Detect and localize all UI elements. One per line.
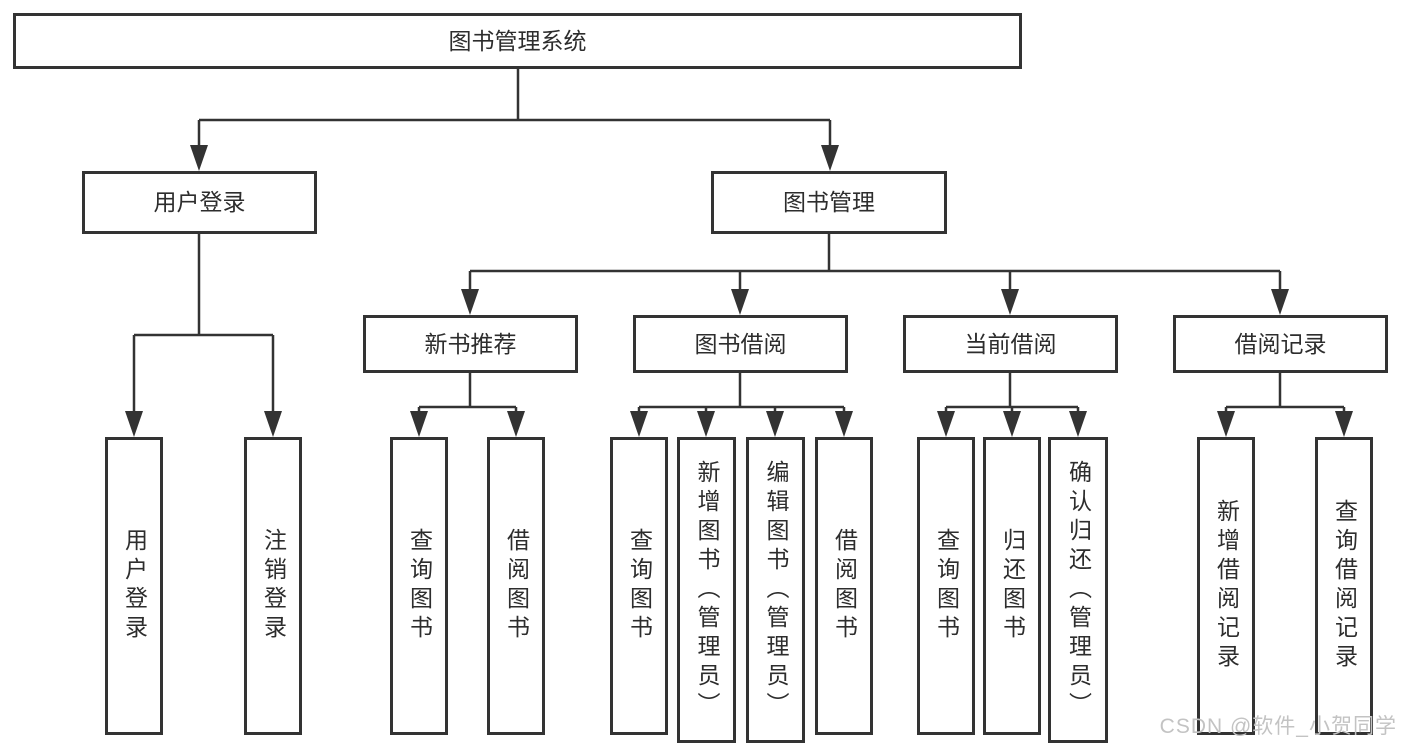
node-label: 当前借阅 xyxy=(964,330,1057,357)
node-label: 查询图书 xyxy=(406,528,433,644)
leaf-query-books-borrow: 查询图书 xyxy=(610,437,668,735)
leaf-add-books-admin: 新增图书（管理员） xyxy=(677,437,736,743)
arrowhead xyxy=(1271,289,1289,315)
node-label: 用户登录 xyxy=(121,528,148,644)
node-label: 新书推荐 xyxy=(424,330,517,357)
arrowhead xyxy=(766,411,784,437)
leaf-borrow-books: 借阅图书 xyxy=(815,437,873,735)
node-label: 确认归还（管理员） xyxy=(1065,459,1092,721)
arrowhead xyxy=(1217,411,1235,437)
arrowhead xyxy=(937,411,955,437)
arrowhead xyxy=(731,289,749,315)
arrowhead xyxy=(125,411,143,437)
node-label: 借阅图书 xyxy=(831,528,858,644)
arrowhead xyxy=(697,411,715,437)
leaf-add-borrow-record: 新增借阅记录 xyxy=(1197,437,1255,735)
arrowhead xyxy=(410,411,428,437)
arrowhead xyxy=(630,411,648,437)
arrowhead xyxy=(1335,411,1353,437)
connector-current-borrow-to-leaves xyxy=(937,373,1087,437)
arrowhead xyxy=(835,411,853,437)
connector-root-to-level2 xyxy=(190,69,839,171)
node-label: 查询图书 xyxy=(933,528,960,644)
node-book-borrow: 图书借阅 xyxy=(633,315,848,373)
node-label: 归还图书 xyxy=(999,528,1026,644)
connector-line xyxy=(944,373,1080,413)
arrowhead xyxy=(1001,289,1019,315)
node-new-book-recommend: 新书推荐 xyxy=(363,315,578,373)
leaf-query-books-recommend: 查询图书 xyxy=(390,437,448,735)
node-label: 图书管理系统 xyxy=(448,27,587,54)
node-current-borrow: 当前借阅 xyxy=(903,315,1118,373)
connector-line xyxy=(637,373,846,413)
arrowhead xyxy=(507,411,525,437)
arrowhead xyxy=(821,145,839,171)
node-label: 图书管理 xyxy=(783,189,875,215)
node-label: 注销登录 xyxy=(260,528,287,644)
connector-book-borrow-to-leaves xyxy=(630,373,853,437)
leaf-user-login: 用户登录 xyxy=(105,437,163,735)
node-borrow-records: 借阅记录 xyxy=(1173,315,1388,373)
node-label: 新增图书（管理员） xyxy=(694,459,720,721)
csdn-watermark: CSDN @软件_小贺同学 xyxy=(1159,715,1397,738)
leaf-query-books-current: 查询图书 xyxy=(917,437,975,735)
leaf-borrow-books-recommend: 借阅图书 xyxy=(487,437,545,735)
arrowhead xyxy=(1003,411,1021,437)
node-label: 编辑图书（管理员） xyxy=(763,459,789,721)
leaf-edit-books-admin: 编辑图书（管理员） xyxy=(746,437,805,743)
connector-borrow-records-to-leaves xyxy=(1217,373,1353,437)
node-label: 借阅记录 xyxy=(1234,330,1327,357)
connector-user-login-to-leaves xyxy=(125,234,282,437)
leaf-confirm-return-admin: 确认归还（管理员） xyxy=(1048,437,1108,743)
connector-new-book-to-leaves xyxy=(410,373,525,437)
node-book-management: 图书管理 xyxy=(711,171,947,234)
connector-book-management-to-level3 xyxy=(461,234,1289,315)
node-root-library-system: 图书管理系统 xyxy=(13,13,1022,69)
connector-line xyxy=(417,373,518,413)
node-label: 查询借阅记录 xyxy=(1331,499,1358,673)
node-label: 新增借阅记录 xyxy=(1213,499,1240,673)
arrowhead xyxy=(190,145,208,171)
connector-line xyxy=(197,69,832,147)
connector-line xyxy=(1224,373,1346,413)
node-user-login: 用户登录 xyxy=(82,171,317,234)
leaf-query-borrow-record: 查询借阅记录 xyxy=(1315,437,1373,735)
connector-line xyxy=(468,234,1282,291)
node-label: 用户登录 xyxy=(153,189,246,215)
arrowhead xyxy=(264,411,282,437)
arrowhead xyxy=(461,289,479,315)
node-label: 查询图书 xyxy=(626,528,653,644)
node-label: 借阅图书 xyxy=(503,528,530,644)
connector-line xyxy=(132,234,275,413)
node-label: 图书借阅 xyxy=(694,330,787,357)
arrowhead xyxy=(1069,411,1087,437)
leaf-logout: 注销登录 xyxy=(244,437,302,735)
leaf-return-books: 归还图书 xyxy=(983,437,1041,735)
